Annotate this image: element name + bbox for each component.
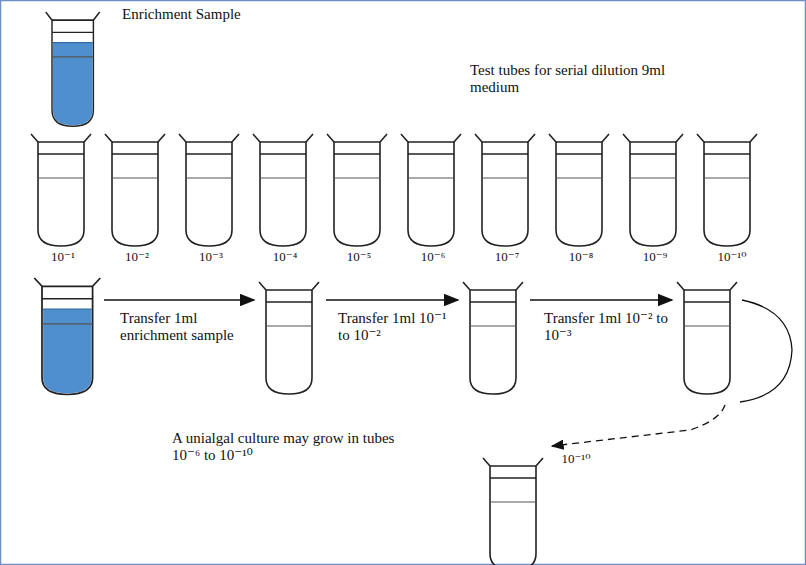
enrichment-tube — [34, 278, 100, 394]
dilution-tube-row — [31, 134, 757, 246]
tube-caption: Enrichment Sample — [122, 6, 382, 23]
test-tube — [463, 282, 523, 394]
dilution-label: 10⁻⁷ — [480, 250, 534, 265]
transfer-label: Transfer 1ml 10⁻¹ to 10⁻² — [338, 310, 458, 345]
dilution-label: 10⁻¹⁰ — [702, 250, 762, 265]
transfer-arrow — [326, 299, 458, 301]
test-tube — [677, 282, 737, 394]
continuation-curve — [740, 300, 792, 402]
dilution-label: 10⁻¹⁰ — [546, 452, 606, 467]
enrichment-tube — [46, 12, 100, 126]
test-tube — [483, 458, 543, 565]
transfer-label: Transfer 1ml 10⁻² to 10⁻³ — [544, 310, 668, 345]
dilution-label: 10⁻³ — [184, 250, 238, 265]
note-text: Test tubes for serial dilution 9ml mediu… — [470, 62, 700, 97]
note-text: A unialgal culture may grow in tubes 10⁻… — [172, 430, 402, 465]
transfer-arrow — [530, 299, 672, 301]
test-tube — [259, 282, 319, 394]
dilution-label: 10⁻⁶ — [406, 250, 460, 265]
dilution-label: 10⁻⁵ — [332, 250, 386, 265]
dilution-label: 10⁻⁸ — [554, 250, 608, 265]
transfer-label: Transfer 1ml enrichment sample — [120, 310, 250, 345]
dilution-label: 10⁻² — [110, 250, 164, 265]
transfer-arrow — [104, 299, 254, 301]
continuation-arrow — [552, 405, 725, 446]
dilution-label: 10⁻⁴ — [258, 250, 312, 265]
dilution-label: 10⁻¹ — [36, 250, 90, 265]
dilution-label: 10⁻⁹ — [628, 250, 682, 265]
